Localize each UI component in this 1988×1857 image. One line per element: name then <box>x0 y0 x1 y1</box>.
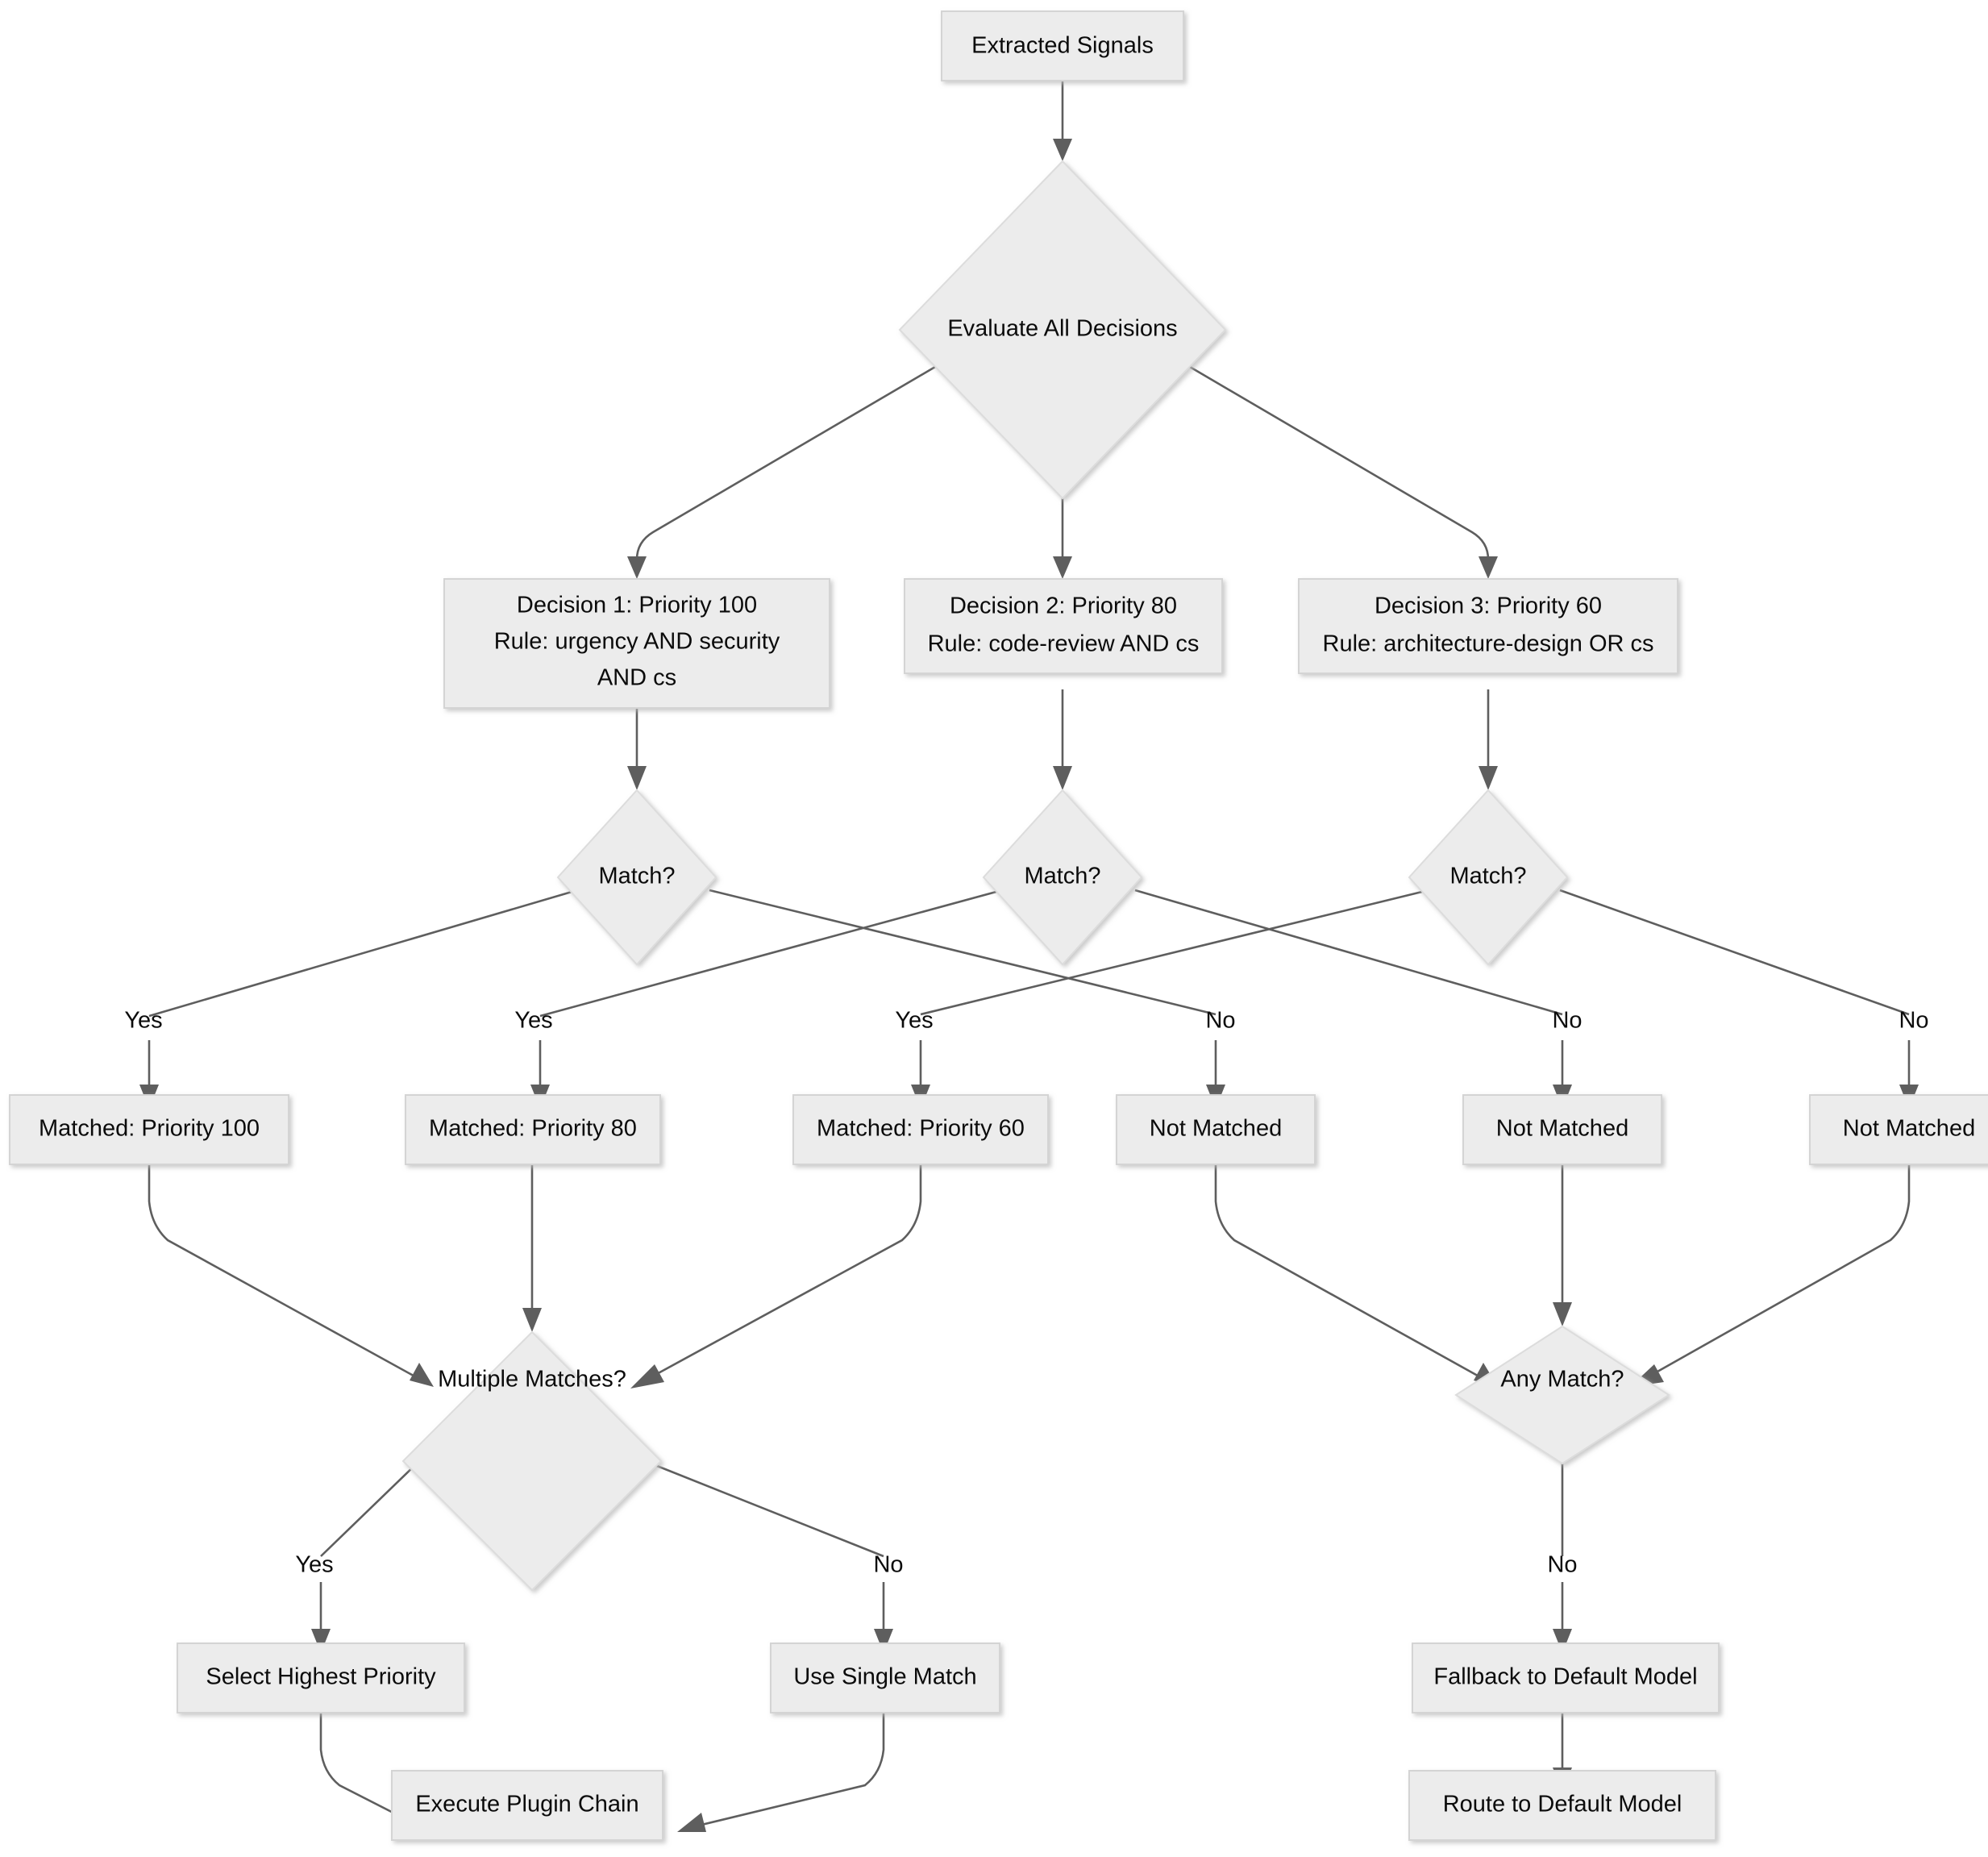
edge-label-multiple-yes: Yes <box>295 1552 333 1578</box>
node-multiple-matches[interactable]: Multiple Matches? <box>401 1330 663 1592</box>
node-label-matched-100: Matched: Priority 100 <box>39 1116 260 1142</box>
node-match-2[interactable]: Match? <box>982 789 1143 966</box>
edge-label-yes-1: Yes <box>124 1008 162 1034</box>
node-decision-1[interactable]: Decision 1: Priority 100 Rule: urgency A… <box>443 578 830 709</box>
node-label-any-match: Any Match? <box>1500 1367 1624 1393</box>
edge-match-1-no <box>709 889 1225 1109</box>
nodes-layer: Extracted Signals Evaluate All Decisions… <box>9 10 1988 1841</box>
node-label-extracted-signals: Extracted Signals <box>971 33 1154 59</box>
edge-label-yes-2: Yes <box>514 1008 552 1034</box>
edge-decision-3-to-match-3 <box>1479 689 1498 790</box>
node-not-matched-3[interactable]: Not Matched <box>1809 1094 1988 1165</box>
node-label-use-single-match: Use Single Match <box>793 1664 976 1690</box>
edge-multiple-no <box>644 1459 893 1653</box>
node-decision-2[interactable]: Decision 2: Priority 80 Rule: code-revie… <box>904 578 1223 674</box>
node-label-matched-60: Matched: Priority 60 <box>817 1116 1025 1142</box>
node-select-highest-priority[interactable]: Select Highest Priority <box>177 1643 465 1713</box>
node-label-decision-3-line-1: Decision 3: Priority 60 <box>1375 593 1602 619</box>
node-label-decision-2-line-1: Decision 2: Priority 80 <box>950 593 1177 619</box>
edge-label-any-match-no: No <box>1547 1552 1577 1578</box>
edge-use-single-to-execute <box>677 1713 885 1832</box>
edge-evaluate-to-decision-3 <box>1189 365 1498 579</box>
edges-layer <box>139 81 1919 1832</box>
node-label-decision-1-line-1: Decision 1: Priority 100 <box>517 593 757 618</box>
node-label-decision-1-line-3: AND cs <box>597 665 676 691</box>
edge-any-match-no <box>1553 1464 1572 1653</box>
edge-labels-layer: Yes Yes Yes No No No Yes No No <box>124 1008 1928 1578</box>
node-any-match[interactable]: Any Match? <box>1454 1325 1670 1465</box>
node-matched-60[interactable]: Matched: Priority 60 <box>792 1094 1049 1165</box>
node-decision-3[interactable]: Decision 3: Priority 60 Rule: architectu… <box>1298 578 1678 674</box>
edge-not-matched-1-to-any <box>1214 1164 1498 1387</box>
node-extracted-signals[interactable]: Extracted Signals <box>941 10 1184 81</box>
edge-not-matched-3-to-any <box>1630 1164 1911 1387</box>
node-label-decision-1-line-2: Rule: urgency AND security <box>494 629 780 655</box>
node-label-not-matched-3: Not Matched <box>1843 1116 1975 1142</box>
node-label-not-matched-1: Not Matched <box>1150 1116 1282 1142</box>
edge-label-no-3: No <box>1899 1008 1928 1034</box>
edge-decision-1-to-match-1 <box>627 708 647 790</box>
node-not-matched-1[interactable]: Not Matched <box>1116 1094 1316 1165</box>
node-label-matched-80: Matched: Priority 80 <box>429 1116 637 1142</box>
edge-extracted-signals-to-evaluate <box>1053 81 1072 161</box>
node-not-matched-2[interactable]: Not Matched <box>1462 1094 1662 1165</box>
node-label-match-2: Match? <box>1024 864 1100 889</box>
node-label-match-3: Match? <box>1449 864 1526 889</box>
node-matched-80[interactable]: Matched: Priority 80 <box>405 1094 661 1165</box>
node-match-3[interactable]: Match? <box>1408 789 1569 966</box>
node-label-not-matched-2: Not Matched <box>1496 1116 1628 1142</box>
node-execute-plugin-chain[interactable]: Execute Plugin Chain <box>391 1770 663 1841</box>
node-label-decision-2-line-2: Rule: code-review AND cs <box>928 631 1200 657</box>
edge-matched-80-to-multiple <box>522 1164 542 1332</box>
node-label-select-highest-priority: Select Highest Priority <box>206 1664 436 1690</box>
node-label-fallback-default-model: Fallback to Default Model <box>1433 1664 1697 1690</box>
node-label-decision-3-line-2: Rule: architecture-design OR cs <box>1323 631 1654 657</box>
edge-not-matched-2-to-any <box>1553 1164 1572 1326</box>
node-route-default-model[interactable]: Route to Default Model <box>1408 1770 1716 1841</box>
edge-evaluate-to-decision-2 <box>1053 498 1072 579</box>
node-match-1[interactable]: Match? <box>556 789 717 966</box>
node-matched-100[interactable]: Matched: Priority 100 <box>9 1094 289 1165</box>
edge-multiple-yes <box>311 1460 420 1653</box>
edge-label-yes-3: Yes <box>895 1008 933 1034</box>
edge-label-no-1: No <box>1205 1008 1235 1034</box>
edge-match-3-no <box>1559 889 1919 1109</box>
edge-decision-2-to-match-2 <box>1053 689 1072 790</box>
edge-label-no-2: No <box>1552 1008 1582 1034</box>
node-use-single-match[interactable]: Use Single Match <box>770 1643 1000 1713</box>
edge-matched-100-to-multiple <box>148 1164 434 1387</box>
node-label-route-default-model: Route to Default Model <box>1443 1792 1682 1817</box>
edge-match-1-yes <box>139 889 578 1109</box>
edge-evaluate-to-decision-1 <box>627 365 936 579</box>
edge-label-multiple-no: No <box>873 1552 903 1578</box>
node-label-evaluate-all-decisions: Evaluate All Decisions <box>947 316 1177 342</box>
node-evaluate-all-decisions[interactable]: Evaluate All Decisions <box>898 160 1227 500</box>
node-label-execute-plugin-chain: Execute Plugin Chain <box>415 1792 638 1817</box>
node-label-match-1: Match? <box>598 864 675 889</box>
edge-match-3-yes <box>911 889 1429 1109</box>
node-label-multiple-matches: Multiple Matches? <box>438 1367 626 1393</box>
node-fallback-default-model[interactable]: Fallback to Default Model <box>1412 1643 1720 1713</box>
edge-matched-60-to-multiple <box>630 1164 922 1389</box>
